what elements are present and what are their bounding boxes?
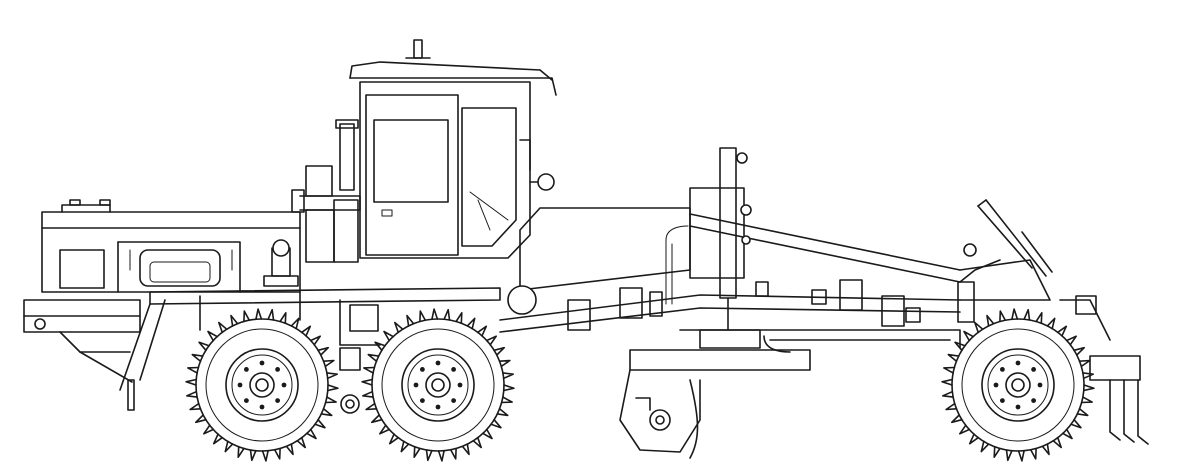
cab-window-rear bbox=[373, 119, 449, 203]
lug-nut bbox=[435, 404, 441, 410]
lug-nut bbox=[457, 382, 463, 388]
lug-nut bbox=[420, 398, 425, 403]
wheel-rim bbox=[401, 348, 475, 422]
lug-nut bbox=[1000, 367, 1005, 372]
lug-nut bbox=[1031, 367, 1036, 372]
wheel-hub bbox=[249, 372, 275, 398]
cab bbox=[349, 39, 557, 259]
tire-body bbox=[195, 318, 329, 452]
front-boom bbox=[499, 207, 1051, 333]
blade-circle bbox=[629, 329, 961, 371]
lug-nut bbox=[1000, 398, 1005, 403]
tire-body bbox=[371, 318, 505, 452]
lug-nut bbox=[237, 382, 243, 388]
wheel-rim bbox=[225, 348, 299, 422]
lug-nut bbox=[451, 398, 456, 403]
steering-hose bbox=[957, 281, 975, 323]
lug-nut bbox=[1031, 398, 1036, 403]
mirror-right bbox=[537, 173, 555, 191]
lug-nut bbox=[259, 360, 265, 366]
exhaust-stack bbox=[299, 119, 361, 263]
tandem-pivot bbox=[340, 394, 360, 414]
lug-nut bbox=[1015, 360, 1021, 366]
beacon-light bbox=[413, 39, 423, 59]
wheel-hub bbox=[1005, 372, 1031, 398]
lift-cylinder bbox=[689, 147, 761, 349]
lug-nut bbox=[244, 367, 249, 372]
lug-nut bbox=[420, 367, 425, 372]
rear-hook bbox=[127, 379, 135, 411]
lug-nut bbox=[435, 360, 441, 366]
rear-bumper bbox=[23, 299, 141, 411]
side-grille bbox=[139, 249, 221, 287]
wheel-hub bbox=[425, 372, 451, 398]
rear-wheel-1 bbox=[185, 308, 339, 462]
lug-nut bbox=[1037, 382, 1043, 388]
side-shift-linkage bbox=[567, 225, 921, 331]
lug-nut bbox=[413, 382, 419, 388]
tire-tread bbox=[361, 308, 515, 462]
tire-tread bbox=[185, 308, 339, 462]
hood-panel-window bbox=[59, 249, 105, 289]
wheel-rim bbox=[981, 348, 1055, 422]
cab-window-front bbox=[461, 107, 517, 247]
hydraulic-tank bbox=[263, 239, 299, 287]
front-wheel bbox=[941, 308, 1095, 462]
lug-nut bbox=[275, 367, 280, 372]
lug-nut bbox=[451, 367, 456, 372]
rear-ripper bbox=[1059, 295, 1149, 445]
lug-nut bbox=[1015, 404, 1021, 410]
moldboard-blade bbox=[619, 369, 701, 459]
hitch-pin bbox=[34, 318, 46, 330]
lug-nut bbox=[993, 382, 999, 388]
lug-nut bbox=[281, 382, 287, 388]
frame-bracket bbox=[349, 304, 379, 332]
lug-nut bbox=[259, 404, 265, 410]
lug-nut bbox=[244, 398, 249, 403]
wheels bbox=[185, 308, 1095, 462]
tire-tread bbox=[941, 308, 1095, 462]
tire-body bbox=[951, 318, 1085, 452]
main-frame bbox=[119, 287, 501, 414]
boom-pivot bbox=[507, 285, 537, 315]
cab-door bbox=[365, 94, 459, 256]
lug-nut bbox=[275, 398, 280, 403]
rear-wheel-2 bbox=[361, 308, 515, 462]
front-steering bbox=[957, 199, 1053, 323]
